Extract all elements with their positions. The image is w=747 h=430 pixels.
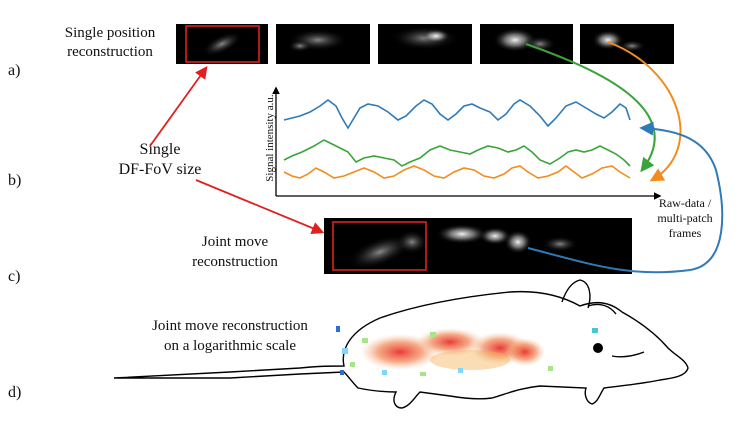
raw-data-line3: frames <box>668 226 702 240</box>
blue-signal-trace <box>283 99 631 130</box>
log-scale-heatmap <box>336 326 598 376</box>
blue-arrow <box>527 121 724 274</box>
orange-arrow <box>607 41 682 182</box>
raw-data-multipatch-label: Raw-data / multi-patch frames <box>630 196 740 241</box>
raw-data-line1: Raw-data / <box>658 196 712 210</box>
single-dffov-line2: DF-FoV size <box>118 161 202 178</box>
joint-move-reconstruction-label: Joint move reconstruction <box>175 232 295 272</box>
panel-label-c: c) <box>8 268 21 285</box>
joint-move-dffov-box <box>332 221 427 271</box>
mouse-outline <box>113 279 689 409</box>
panel-label-b: b) <box>8 172 22 189</box>
red-arrow-to-joint <box>195 179 325 234</box>
single-position-line1: Single position <box>64 25 156 41</box>
signal-plot <box>272 86 662 200</box>
single-position-frames <box>176 24 674 64</box>
log-scale-line1: Joint move reconstruction <box>152 318 308 334</box>
log-scale-line2: on a logarithmic scale <box>163 338 297 354</box>
frame-1-dffov-box <box>185 25 260 63</box>
joint-move-line2: reconstruction <box>192 254 278 270</box>
joint-move-strip <box>324 218 632 274</box>
raw-data-line2: multi-patch <box>657 211 713 225</box>
single-dffov-size-label: Single DF-FoV size <box>110 140 210 180</box>
red-arrow-to-frame <box>149 65 208 147</box>
green-signal-trace <box>283 139 631 167</box>
panel-label-a: a) <box>8 62 21 79</box>
green-arrow <box>525 43 656 173</box>
mouse-eye <box>593 343 603 353</box>
single-position-line2: reconstruction <box>67 44 153 60</box>
joint-move-line1: Joint move <box>201 234 269 250</box>
orange-signal-trace <box>283 165 631 179</box>
log-scale-reconstruction-label: Joint move reconstruction on a logarithm… <box>130 316 330 356</box>
panel-label-d: d) <box>8 384 22 401</box>
single-position-reconstruction-label: Single position reconstruction <box>40 24 180 62</box>
